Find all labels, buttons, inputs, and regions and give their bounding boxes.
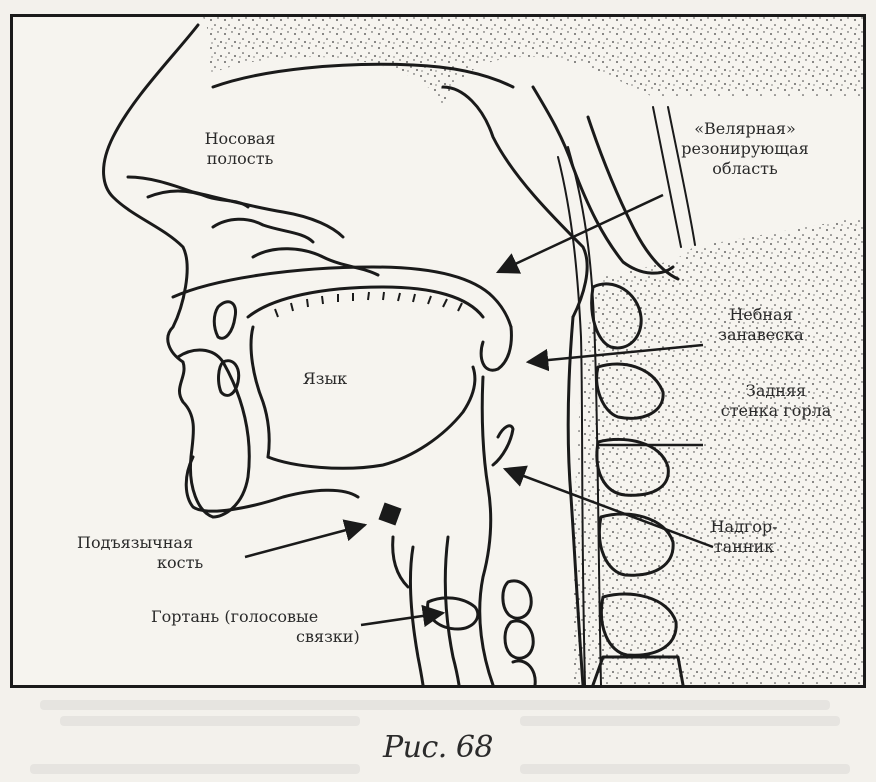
hard-palate-line [173,267,511,327]
upper-incisor [214,302,235,339]
nasal-turbinate [213,219,313,242]
tracheal-ring [503,581,531,618]
chin-line [186,457,358,511]
label-line: кость [77,553,237,573]
label-epiglottis: Надгор- танник [689,517,799,557]
label-line: Надгор- [689,517,799,537]
stippled-neck-area [572,217,863,685]
label-velar-region: «Велярная» резонирующая область [665,119,825,179]
label-line: занавеска [701,325,821,345]
stippled-skull-area [203,17,863,107]
bleed-through-text [520,764,850,774]
nasal-turbinate [253,249,378,275]
nasal-turbinate [148,191,248,207]
label-line: Носовая [185,129,295,149]
tongue-upper-surface [248,287,483,317]
label-line: Язык [285,369,365,389]
tracheal-ring [505,621,533,658]
larynx-cartilage [393,537,408,587]
nasopharynx-line [443,87,587,317]
tracheal-ring [513,661,535,685]
bleed-through-text [60,716,360,726]
anatomy-diagram [13,17,863,685]
pharynx-front-wall [480,377,493,685]
label-line: связки) [151,627,371,647]
label-line: «Велярная» [665,119,825,139]
bleed-through-text [30,764,360,774]
figure-frame: Носовая полость «Велярная» резонирующая … [10,14,866,688]
label-soft-palate: Небная занавеска [701,305,821,345]
label-line: Подъязычная [77,533,237,553]
label-line: область [665,159,825,179]
figure-caption: Рис. 68 [0,730,876,765]
label-hyoid-bone: Подъязычная кость [77,533,237,573]
arrow-hyoid [245,525,365,557]
label-tongue: Язык [285,369,365,389]
label-line: резонирующая [665,139,825,159]
label-nasal-cavity: Носовая полость [185,129,295,169]
label-line: полость [185,149,295,169]
face-profile-outline [104,25,213,517]
label-line: Задняя [701,381,851,401]
label-line: Небная [701,305,821,325]
soft-palate [481,327,511,370]
bleed-through-text [520,716,840,726]
label-larynx: Гортань (голосовые связки) [151,607,371,647]
bleed-through-text [40,700,830,710]
label-line: стенка горла [701,401,851,421]
label-back-wall: Задняя стенка горла [701,381,851,421]
trachea-inner [445,537,459,685]
tongue-front [251,327,269,457]
hyoid-bone-mark [378,502,401,525]
arrow-velar [498,195,663,272]
label-line: Гортань (голосовые [151,607,371,627]
label-line: танник [689,537,799,557]
epiglottis [493,426,513,465]
